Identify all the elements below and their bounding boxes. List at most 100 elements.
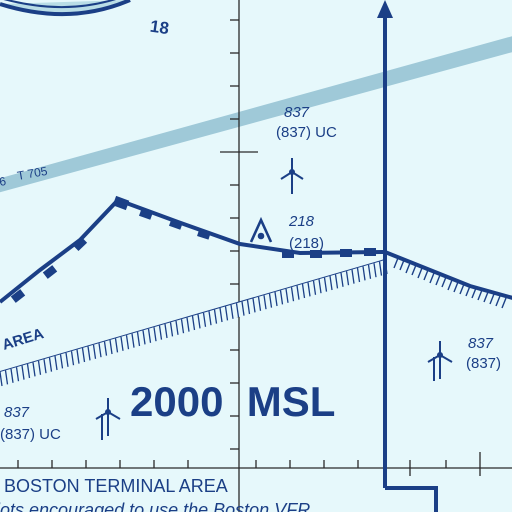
obstacle-west-msl: 837 xyxy=(4,404,30,421)
hatch-mark xyxy=(307,282,311,297)
hatch-mark xyxy=(318,279,322,294)
hatch-mark xyxy=(186,317,190,332)
obstacle-north-agl: (837) UC xyxy=(276,124,337,141)
hatch-mark xyxy=(213,309,218,324)
hatch-mark xyxy=(0,371,3,387)
hatch-mark xyxy=(109,339,113,355)
hatch-mark xyxy=(274,291,278,307)
hatch-mark xyxy=(345,271,350,286)
hatch-mark xyxy=(290,287,295,302)
vertical-boundary-line xyxy=(377,0,438,512)
top-boundary-arc xyxy=(0,0,131,16)
hatch-mark xyxy=(301,283,306,299)
wind-turbine-icon xyxy=(427,341,453,381)
hatch-mark xyxy=(54,355,58,371)
hatch-mark xyxy=(164,323,168,339)
hatch-mark xyxy=(230,304,234,319)
airspace-boundary-right xyxy=(384,250,512,309)
hatch-mark xyxy=(26,363,31,379)
hatch-mark xyxy=(340,272,344,287)
hatch-mark xyxy=(120,336,124,351)
hatch-mark xyxy=(285,288,289,303)
hatch-mark xyxy=(191,315,196,331)
obstacle-tower-msl: 218 xyxy=(288,213,315,230)
hatch-mark xyxy=(219,307,223,323)
hatch-mark xyxy=(312,280,317,295)
obstacle-east-msl: 837 xyxy=(468,335,494,352)
hatch-mark xyxy=(147,328,152,343)
hatch-mark xyxy=(334,274,339,289)
hatch-mark xyxy=(114,338,119,353)
hatch-mark xyxy=(268,293,273,308)
hatch-mark xyxy=(15,367,20,382)
hatch-mark xyxy=(142,330,146,345)
hatch-mark xyxy=(136,331,141,347)
hatch-mark xyxy=(235,303,240,318)
hatch-mark xyxy=(32,362,36,377)
hatch-mark xyxy=(65,352,69,367)
hatch-mark xyxy=(351,269,355,284)
airway-label: T 705 xyxy=(16,164,49,183)
hatch-mark xyxy=(48,357,53,372)
hatch-mark xyxy=(169,322,174,337)
hatch-mark xyxy=(373,263,377,278)
hatch-mark xyxy=(263,295,267,310)
obstacle-tower: 218 (218) xyxy=(249,213,324,252)
hatch-mark xyxy=(296,285,300,300)
hatch-mark xyxy=(98,343,102,358)
hatch-mark xyxy=(21,365,25,380)
hatch-mark xyxy=(329,275,333,291)
hatch-mark xyxy=(378,261,383,276)
obstacle-west: 837 (837) UC xyxy=(0,398,121,443)
hatch-mark xyxy=(4,370,9,385)
obstruction-tower-icon xyxy=(249,216,273,243)
hatch-mark xyxy=(43,359,47,374)
hatch-mark xyxy=(202,312,207,327)
obstacle-east-agl: (837) xyxy=(466,355,501,372)
obstacle-west-agl: (837) UC xyxy=(0,426,61,443)
hatch-mark xyxy=(224,306,229,321)
hatch-mark xyxy=(362,266,366,281)
hatch-mark xyxy=(323,277,328,292)
altitude-label: 2000 MSL xyxy=(130,378,335,425)
hatch-mark xyxy=(10,368,14,383)
wind-turbine-icon xyxy=(280,158,304,194)
obstacle-north: 837 (837) UC xyxy=(276,104,337,194)
hatch-mark xyxy=(175,320,179,335)
hatch-mark xyxy=(87,346,91,361)
hatch-mark xyxy=(158,325,163,340)
hatch-mark xyxy=(241,301,245,316)
wind-turbine-icon xyxy=(95,398,121,440)
hatch-mark xyxy=(180,319,185,334)
hatch-mark xyxy=(279,290,284,305)
hatch-mark xyxy=(131,333,135,348)
airspace-boundary-upper xyxy=(0,195,386,304)
hatch-mark xyxy=(59,354,64,369)
hatch-mark xyxy=(197,314,201,329)
hatch-mark xyxy=(70,351,75,366)
hatch-mark xyxy=(252,298,256,313)
shelf-boundary-hatched xyxy=(0,259,388,394)
hatch-mark xyxy=(257,296,262,311)
hatch-mark xyxy=(367,264,372,279)
hatch-mark xyxy=(356,267,361,283)
obstacle-east: 837 (837) xyxy=(427,335,501,381)
hatch-mark xyxy=(76,349,80,364)
airway-prefix-label: 6 xyxy=(0,174,7,189)
advisory-text: Pilots encouraged to use the Boston VFR xyxy=(0,500,310,512)
hatch-mark xyxy=(81,347,86,363)
hatch-mark xyxy=(92,344,97,359)
hatch-mark xyxy=(153,327,157,342)
obstacle-north-msl: 837 xyxy=(284,104,310,121)
hatch-mark xyxy=(246,299,251,315)
terminal-area-label: BOSTON TERMINAL AREA xyxy=(4,476,228,496)
hatch-mark xyxy=(208,311,212,326)
hatch-mark xyxy=(103,341,108,356)
hatch-mark xyxy=(37,360,42,375)
hatch-mark xyxy=(125,335,130,350)
top-number-label: 18 xyxy=(149,17,170,38)
obstacle-tower-agl: (218) xyxy=(289,235,324,252)
